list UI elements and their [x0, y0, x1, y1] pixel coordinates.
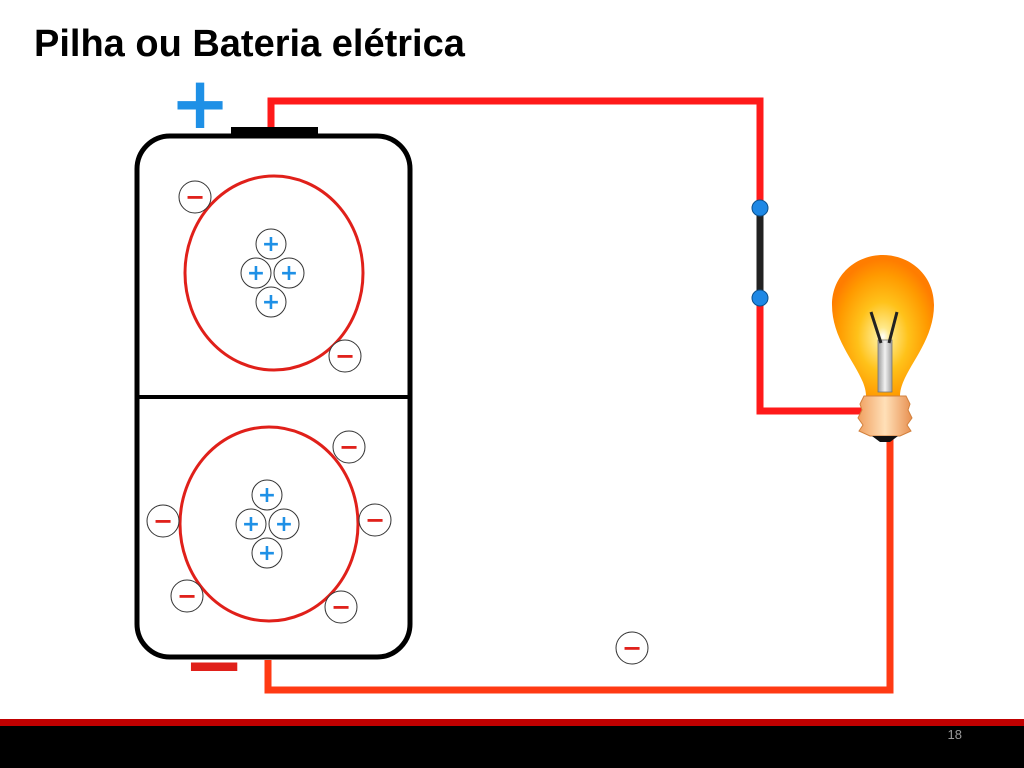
bulb-filament-left: [869, 311, 883, 344]
svg-text:+: +: [247, 261, 265, 286]
wire-return: [264, 438, 894, 694]
bulb-base: [857, 395, 913, 437]
proton: +: [251, 537, 283, 569]
electron: −: [328, 339, 362, 373]
proton: +: [268, 508, 300, 540]
proton: +: [251, 479, 283, 511]
battery-terminal: [231, 127, 318, 137]
proton: +: [255, 286, 287, 318]
electron: −: [332, 430, 366, 464]
negative-terminal-symbol: −: [183, 622, 245, 708]
footer-stripe: [0, 719, 1024, 726]
light-bulb: [832, 255, 934, 442]
svg-text:−: −: [335, 342, 355, 370]
wire-to-lamp: [756, 298, 866, 415]
electron: −: [170, 579, 204, 613]
svg-text:−: −: [622, 634, 642, 662]
cell-bottom-ring: [178, 425, 360, 623]
svg-text:+: +: [275, 512, 293, 537]
electron: −: [615, 631, 649, 665]
circuit-diagram: + − + + + + + + + + − − − − − − − −: [134, 61, 934, 708]
switch-contact-top: [751, 199, 769, 217]
positive-terminal-symbol: +: [170, 61, 230, 145]
switch-contact-bottom: [751, 289, 769, 307]
wire-positive: [267, 97, 764, 208]
electron: −: [324, 590, 358, 624]
svg-text:−: −: [365, 506, 385, 534]
cell-top-ring: [183, 174, 365, 372]
svg-text:−: −: [153, 507, 173, 535]
svg-text:−: −: [185, 183, 205, 211]
svg-text:+: +: [258, 483, 276, 508]
bulb-glass: [832, 255, 934, 396]
svg-text:+: +: [242, 512, 260, 537]
proton: +: [240, 257, 272, 289]
svg-text:+: +: [262, 232, 280, 257]
proton: +: [235, 508, 267, 540]
bulb-filament-right: [887, 311, 899, 344]
page-number: 18: [947, 727, 962, 742]
bulb-stem: [877, 339, 893, 393]
battery: [134, 127, 413, 660]
electron: −: [358, 503, 392, 537]
proton: +: [273, 257, 305, 289]
svg-text:+: +: [262, 290, 280, 315]
bulb-contact: [872, 436, 898, 442]
footer-bar: [0, 726, 1024, 768]
svg-text:+: +: [280, 261, 298, 286]
svg-text:−: −: [339, 433, 359, 461]
svg-text:−: −: [177, 582, 197, 610]
electron: −: [178, 180, 212, 214]
proton: +: [255, 228, 287, 260]
electron: −: [146, 504, 180, 538]
slide-title: Pilha ou Bateria elétrica: [34, 23, 465, 65]
svg-text:−: −: [331, 593, 351, 621]
svg-text:+: +: [258, 541, 276, 566]
